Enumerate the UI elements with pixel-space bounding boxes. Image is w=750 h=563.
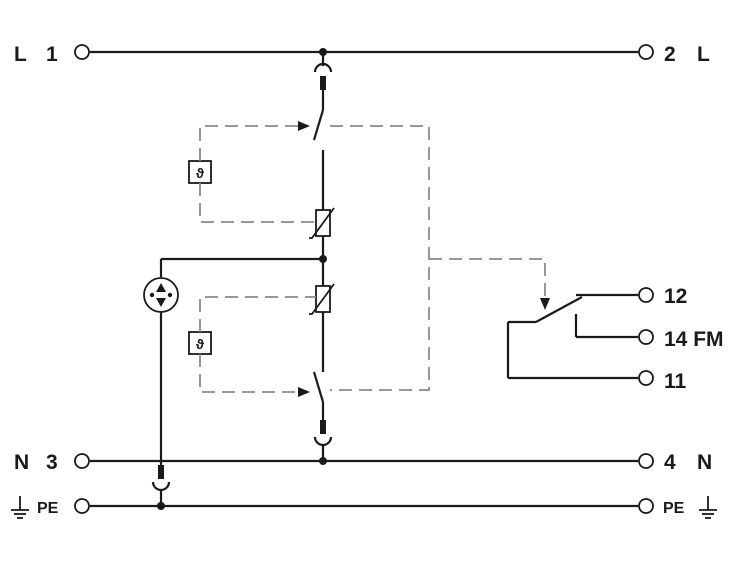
label-3: 3 [46,451,58,474]
terminal-12 [638,287,654,303]
label-PE-right: PE [663,500,685,517]
thermal-symbol-top: ϑ [196,165,205,181]
fuse-plug-top [313,52,333,110]
ground-icon-left [11,496,29,519]
terminal-3 [74,453,90,469]
label-12: 12 [664,285,687,308]
varistor-bottom-icon [309,283,335,315]
label-1: 1 [46,43,58,66]
label-L-right: L [697,43,710,66]
gas-discharge-tube-icon [143,277,179,313]
label-14-FM: 14 FM [664,328,724,351]
fuse-plug-bottom [313,420,333,461]
label-11: 11 [664,370,687,393]
terminal-14 [638,329,654,345]
terminal-2 [638,44,654,60]
varistor-top-icon [309,207,335,239]
terminal-PE-right [638,498,654,514]
terminal-4 [638,453,654,469]
label-N-right: N [697,451,712,474]
disconnector-bottom [312,371,325,420]
label-N-left: N [14,451,29,474]
thermal-symbol-bottom: ϑ [196,336,205,352]
label-PE-left: PE [37,500,59,517]
fuse-plug-pe [151,465,171,506]
terminal-PE-left [74,498,90,514]
label-2: 2 [664,43,676,66]
terminal-11 [638,370,654,386]
ground-icon-right [699,496,717,519]
disconnector-top [312,109,325,210]
signal-contact [506,293,638,380]
thermal-box-bottom: ϑ [188,331,212,355]
label-L-left: L [14,43,27,66]
terminal-1 [74,44,90,60]
dashed-linkage [199,121,550,397]
label-4: 4 [664,451,676,474]
thermal-box-top: ϑ [188,160,212,184]
